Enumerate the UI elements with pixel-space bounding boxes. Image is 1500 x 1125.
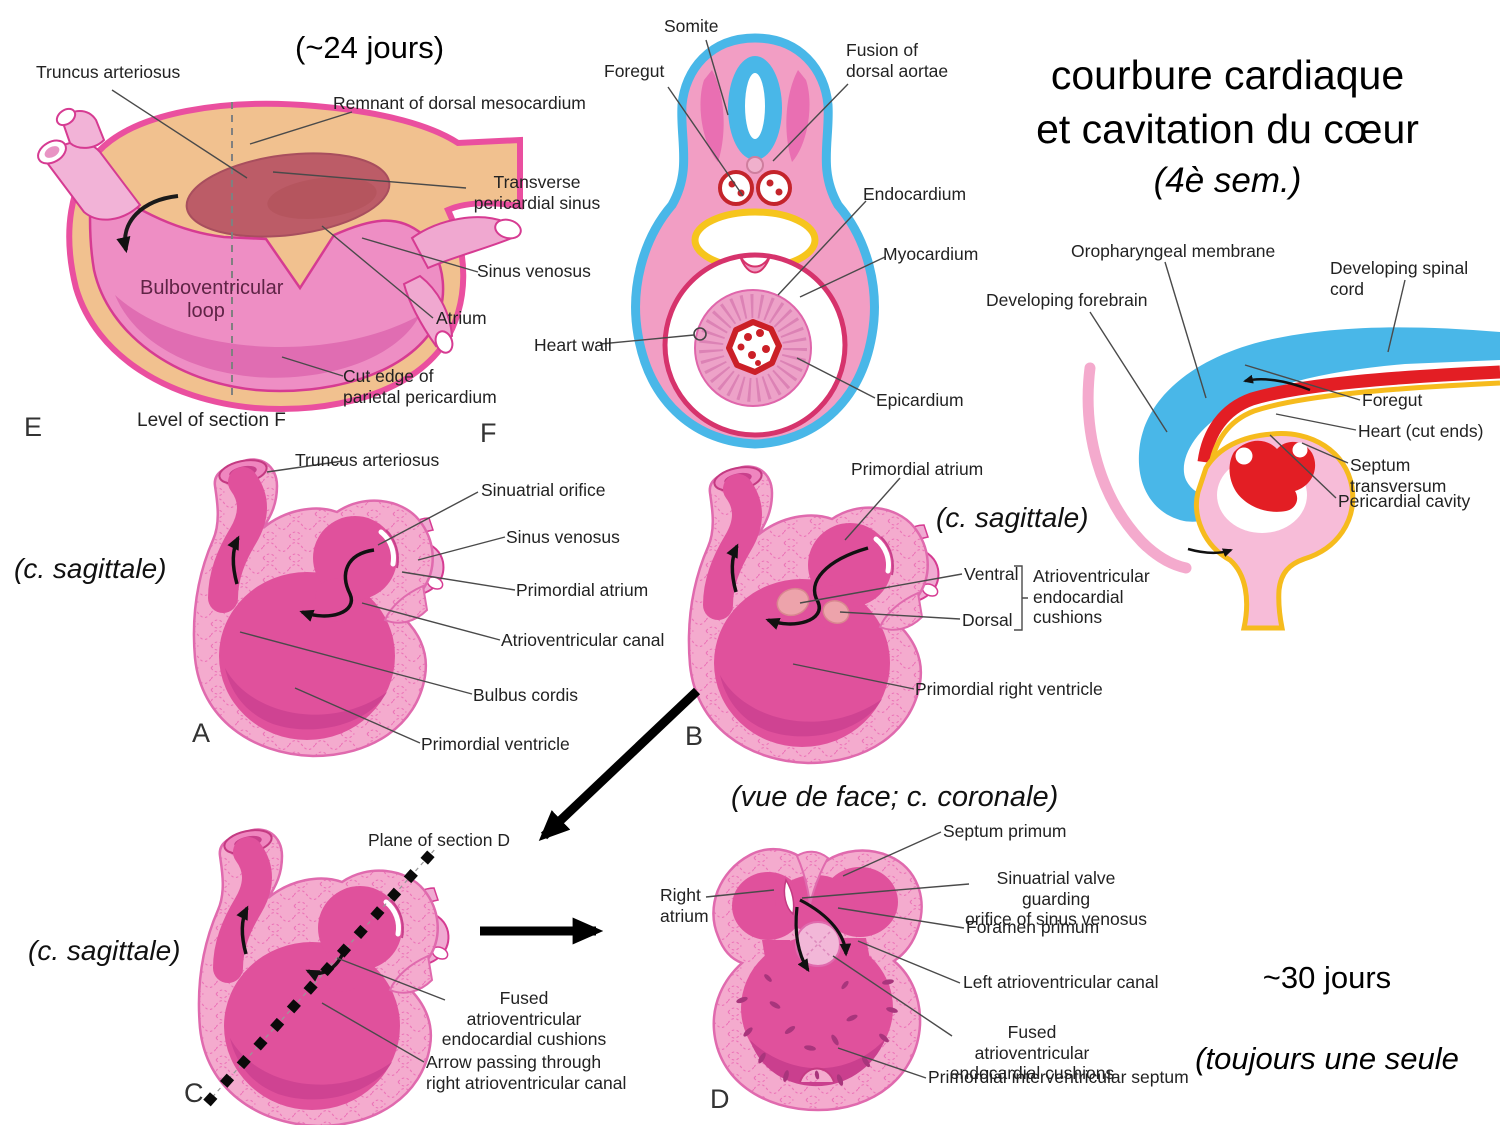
panel-letter-d: D xyxy=(710,1084,730,1114)
label-av-endocardial-cushions: Atrioventricular endocardial cushions xyxy=(1033,566,1150,628)
cushions-bracket xyxy=(1014,565,1028,631)
panel-b-heart xyxy=(689,463,940,763)
label-primordial-atrium-b: Primordial atrium xyxy=(851,459,984,479)
label-bulboventricular-loop: Bulboventricular loop xyxy=(140,277,284,322)
label-foramen-primum: Foramen primum xyxy=(966,917,1100,937)
label-sinuatrial-orifice: Sinuatrial orifice xyxy=(481,480,606,500)
age-30-note-2: cavité) xyxy=(1281,1121,1372,1125)
label-heart-wall: Heart wall xyxy=(534,335,612,355)
caption-sagittale-b: (c. sagittale) xyxy=(936,502,1089,533)
label-sinuatrial-valve: Sinuatrial valve guarding orifice of sin… xyxy=(965,868,1147,930)
label-ventral: Ventral xyxy=(964,564,1019,584)
label-endocardium: Endocardium xyxy=(863,184,967,204)
title-line-1: courbure cardiaque xyxy=(1050,52,1405,98)
panel-letter-a: A xyxy=(192,718,211,748)
label-sinus-venosus-a: Sinus venosus xyxy=(506,527,620,547)
panel-b-extras xyxy=(726,543,869,630)
label-bulbus-cordis: Bulbus cordis xyxy=(473,685,579,705)
label-somite: Somite xyxy=(664,16,719,36)
label-sinus-venosus-e: Sinus venosus xyxy=(477,261,591,281)
panel-e-drawing xyxy=(37,100,523,413)
label-fusion-dorsal-aortae: Fusion of dorsal aortae xyxy=(846,40,949,81)
label-primordial-iv-septum: Primordial interventricular septum xyxy=(928,1067,1189,1087)
label-arrow-passing-through: Arrow passing through right atrioventric… xyxy=(426,1052,627,1093)
leader-lines xyxy=(111,39,1406,1079)
label-plane-of-section-d: Plane of section D xyxy=(368,830,511,850)
slide-title: courbure cardiaque et cavitation du cœur… xyxy=(980,48,1475,205)
panel-d-drawing xyxy=(712,847,923,1112)
title-line-3: (4è sem.) xyxy=(1153,161,1302,201)
label-septum-primum: Septum primum xyxy=(943,821,1067,841)
looping-arrow xyxy=(116,194,179,254)
septum-primum-shape xyxy=(795,850,830,905)
arrow-b-to-c xyxy=(538,687,701,841)
brain-spinal-cord xyxy=(1138,327,1500,522)
title-line-2: et cavitation du cœur xyxy=(1036,106,1419,153)
label-foregut-embryo: Foregut xyxy=(1362,390,1423,410)
ventral-cushion xyxy=(776,587,810,617)
age-30-line: ~30 jours xyxy=(1262,960,1392,996)
caption-sagittale-c: (c. sagittale) xyxy=(28,935,181,966)
age-30-note-1: (toujours une seule xyxy=(1195,1040,1459,1076)
label-truncus-arteriosus-e: Truncus arteriosus xyxy=(36,62,181,82)
age-caption-30-days: ~30 jours (toujours une seule cavité) xyxy=(1172,918,1482,1125)
panel-c-extras xyxy=(203,843,441,1107)
label-left-av-canal: Left atrioventricular canal xyxy=(963,972,1159,992)
trabeculae-flecks xyxy=(736,974,898,1086)
label-atrium-e: Atrium xyxy=(436,308,487,328)
panel-letter-f: F xyxy=(480,418,497,448)
label-primordial-ventricle: Primordial ventricle xyxy=(421,734,570,754)
label-oropharyngeal-membrane: Oropharyngeal membrane xyxy=(1071,241,1276,261)
ventricle-cavity xyxy=(741,936,893,1080)
label-atrioventricular-canal: Atrioventricular canal xyxy=(501,630,665,650)
dorsal-aortae xyxy=(718,170,792,206)
caption-coronale-d: (vue de face; c. coronale) xyxy=(731,781,1059,813)
label-right-atrium: Right atrium xyxy=(660,885,709,926)
label-primordial-atrium-a: Primordial atrium xyxy=(516,580,649,600)
label-level-of-section-f: Level of section F xyxy=(137,410,286,431)
label-epicardium: Epicardium xyxy=(876,390,964,410)
panel-f-drawing xyxy=(631,33,879,449)
panel-letter-e: E xyxy=(24,412,43,442)
caption-sagittale-a: (c. sagittale) xyxy=(14,553,167,584)
panel-a-heart xyxy=(194,456,445,756)
dorsal-cushion xyxy=(822,599,850,625)
sinuatrial-valve-slit xyxy=(783,878,795,916)
plane-of-section-d-line xyxy=(203,843,441,1107)
label-cut-edge-pericardium: Cut edge of parietal pericardium xyxy=(343,366,497,407)
label-remnant-dorsal-mesocardium: Remnant of dorsal mesocardium xyxy=(333,93,586,113)
panel-a-arrows xyxy=(227,535,375,622)
label-developing-forebrain: Developing forebrain xyxy=(986,290,1148,310)
label-pericardial-cavity: Pericardial cavity xyxy=(1338,491,1471,511)
label-truncus-arteriosus-a: Truncus arteriosus xyxy=(295,450,440,470)
label-transverse-pericardial-sinus: Transverse pericardial sinus xyxy=(473,172,601,213)
label-fused-av-cushions-c: Fused atrioventricular endocardial cushi… xyxy=(441,988,607,1050)
label-primordial-right-ventricle: Primordial right ventricle xyxy=(915,679,1103,699)
heart-wall-lasso xyxy=(693,327,707,341)
panel-letter-b: B xyxy=(685,721,704,751)
embryo-sagittal-drawing xyxy=(1082,327,1500,631)
age-caption-24-days: (~24 jours) xyxy=(295,30,445,65)
label-myocardium: Myocardium xyxy=(883,244,979,264)
panel-letter-c: C xyxy=(184,1078,204,1108)
label-septum-transversum: Septum transversum xyxy=(1350,455,1447,496)
label-dorsal: Dorsal xyxy=(962,610,1013,630)
label-developing-spinal-cord: Developing spinal cord xyxy=(1330,258,1469,299)
label-heart-cut-ends: Heart (cut ends) xyxy=(1358,421,1484,441)
label-foregut-f: Foregut xyxy=(604,61,665,81)
label-fused-av-cushions-d: Fused atrioventricular endocardial cushi… xyxy=(949,1022,1115,1084)
